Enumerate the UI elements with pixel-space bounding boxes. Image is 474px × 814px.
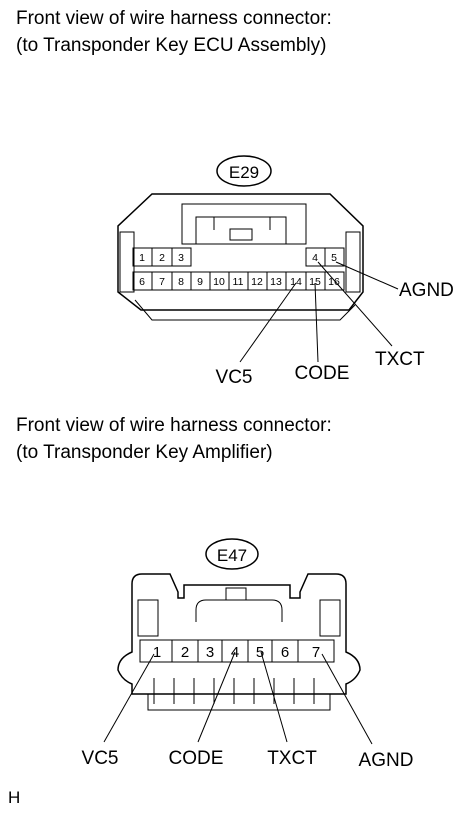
connector1-pin-label: 3 xyxy=(178,252,184,264)
connector1-leader-agnd xyxy=(335,261,399,290)
connector2-lock-tab xyxy=(225,587,247,601)
connector2-side-post-left xyxy=(137,599,159,637)
connector2-pin-grid: 1 2 3 4 5 6 7 xyxy=(139,639,335,663)
connector1-lock-ribs xyxy=(213,217,271,230)
connector1-leader-lines xyxy=(239,261,399,363)
connector1-pin-label: 10 xyxy=(213,276,225,288)
connector2-signal-label: TXCT xyxy=(267,748,317,769)
connector1-lock-tab xyxy=(229,228,253,241)
connector1-pin-label: 5 xyxy=(331,252,337,264)
connector1-leader-code xyxy=(314,282,319,363)
connector2-id-ellipse xyxy=(205,538,259,570)
connector2-lock-arch xyxy=(195,599,283,622)
connector1-lock-outer xyxy=(181,203,307,245)
connector1-pin-label: 7 xyxy=(159,276,165,288)
connector1-pin-label: 11 xyxy=(233,276,244,288)
connector2-terminal-slots xyxy=(153,678,315,704)
connector1-signal-label: VC5 xyxy=(216,367,253,388)
connector1-side-rib-right xyxy=(345,231,361,293)
connector1-pin-label: 12 xyxy=(251,276,263,288)
connector1-pin-grid: 1 2 3 4 5 6 7 8 9 10 11 12 13 14 15 16 xyxy=(132,247,345,291)
connector2-body xyxy=(117,573,361,711)
connector1-leader-txct xyxy=(317,261,393,347)
connector2-pin-block xyxy=(139,639,335,663)
connector2-diagram: E47 1 2 3 4 5 6 7 VC5 CODE TXCT AGND xyxy=(82,538,414,771)
connector1-id: E29 xyxy=(229,163,259,182)
connector1-pin-label: 1 xyxy=(139,252,145,264)
connector2-id-badge: E47 xyxy=(205,538,259,570)
connector1-lock-inner xyxy=(195,216,287,244)
connector2-leader-code xyxy=(197,651,236,743)
connector1-caption-line1: Front view of wire harness connector: xyxy=(16,8,332,29)
connector1-body xyxy=(117,193,364,321)
connector2-id: E47 xyxy=(217,546,247,565)
connector1-signal-label: CODE xyxy=(295,363,350,384)
connector1-diagram: E29 1 2 3 4 5 6 7 8 9 10 xyxy=(117,155,454,388)
connector1-pin-block-top-left xyxy=(132,247,192,267)
connector1-pin-label: 15 xyxy=(309,276,321,288)
connector1-pin-label: 8 xyxy=(178,276,184,288)
connector1-pin-label: 14 xyxy=(290,276,302,288)
connector2-leader-txct xyxy=(260,651,288,743)
connector1-caption: Front view of wire harness connector: (t… xyxy=(16,5,332,59)
connector1-signal-label: AGND xyxy=(399,280,454,301)
connector2-pin-label: 1 xyxy=(153,644,161,661)
connector2-signal-label: CODE xyxy=(169,748,224,769)
connector1-leader-vc5 xyxy=(239,282,297,363)
connector1-housing xyxy=(117,193,364,311)
connector2-caption-line1: Front view of wire harness connector: xyxy=(16,415,332,436)
connector1-lower-lip xyxy=(134,299,356,321)
connector1-pin-label: 2 xyxy=(159,252,165,264)
footer-code: H xyxy=(8,788,21,807)
connector2-pin-label: 7 xyxy=(312,644,320,661)
connector2-leader-vc5 xyxy=(103,653,155,743)
connector1-pin-block-bottom xyxy=(132,271,345,291)
connector2-side-post-right xyxy=(319,599,341,637)
connector2-signal-labels: VC5 CODE TXCT AGND xyxy=(82,748,414,771)
connector1-id-ellipse xyxy=(216,155,272,187)
connector2-leader-lines xyxy=(103,651,373,745)
connector2-leader-agnd xyxy=(321,653,373,745)
connector1-pin-label: 13 xyxy=(270,276,282,288)
connector2-pin-label: 2 xyxy=(181,644,189,661)
connector1-caption-line2: (to Transponder Key ECU Assembly) xyxy=(16,35,327,56)
connector1-side-rib-left xyxy=(119,231,135,293)
connector2-pin-label: 3 xyxy=(206,644,214,661)
connector1-pin-label: 6 xyxy=(139,276,145,288)
connector2-caption: Front view of wire harness connector: (t… xyxy=(16,412,332,466)
connector2-bottom-step xyxy=(147,694,331,711)
connector2-signal-label: AGND xyxy=(359,750,414,771)
connector2-signal-label: VC5 xyxy=(82,748,119,769)
connector2-housing xyxy=(117,573,361,695)
connector2-caption-line2: (to Transponder Key Amplifier) xyxy=(16,442,273,463)
connector1-signal-labels: AGND TXCT VC5 CODE xyxy=(216,280,454,388)
connector1-signal-label: TXCT xyxy=(375,349,425,370)
connector2-pin-label: 5 xyxy=(256,644,264,661)
connector2-pin-label: 6 xyxy=(281,644,289,661)
connector1-pin-label: 4 xyxy=(312,252,318,264)
connector1-pin-label: 9 xyxy=(197,276,203,288)
connector1-pin-label: 16 xyxy=(328,276,340,288)
connector1-id-badge: E29 xyxy=(216,155,272,187)
